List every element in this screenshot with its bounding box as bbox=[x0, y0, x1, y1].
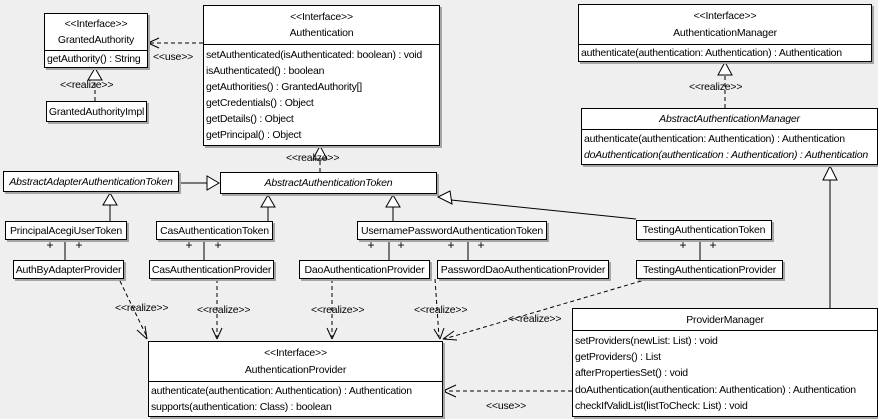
plus-mark: + bbox=[447, 238, 455, 252]
realize-line-authbyadapterprovider bbox=[119, 280, 148, 338]
triangle-to-authenticationmanager bbox=[717, 60, 733, 76]
realize-label-cas: <<realize>> bbox=[197, 304, 251, 316]
method: authenticate(authentication: Authenticat… bbox=[581, 47, 842, 59]
class-username-password-authentication-token: UsernamePasswordAuthenticationToken bbox=[357, 221, 547, 240]
method: getProviders() : List bbox=[575, 351, 661, 364]
class-name: AuthenticationManager bbox=[673, 27, 777, 39]
class-abstract-adapter-authentication-token: AbstractAdapterAuthenticationToken bbox=[3, 171, 179, 192]
method: setProviders(newList: List) : void bbox=[575, 335, 718, 348]
plus-mark: + bbox=[46, 238, 54, 252]
triangle-to-abstracttoken-right bbox=[436, 190, 453, 205]
plus-mark: + bbox=[367, 238, 375, 252]
triangle-to-abstracttoken-left bbox=[206, 175, 220, 191]
class-dao-authentication-provider: DaoAuthenticationProvider bbox=[299, 260, 430, 279]
triangle-to-abstractauthmanager bbox=[822, 164, 838, 181]
method: afterPropertiesSet() : void bbox=[575, 367, 688, 380]
triangle-to-abstractadapter bbox=[102, 192, 118, 206]
method: doAuthentication(authentication: Authent… bbox=[575, 383, 856, 396]
method: setAuthenticated(isAuthenticated: boolea… bbox=[206, 49, 422, 61]
class-authentication-provider: <<Interface>> AuthenticationProvider aut… bbox=[148, 341, 443, 417]
realize-line-passworddaoprovider bbox=[434, 278, 440, 338]
class-name: PrincipalAcegiUserToken bbox=[9, 224, 123, 237]
class-granted-authority-impl: GrantedAuthorityImpl bbox=[46, 101, 147, 122]
class-name: DaoAuthenticationProvider bbox=[304, 263, 425, 276]
class-name: CasAuthenticationProvider bbox=[151, 263, 272, 276]
class-name: AuthByAdapterProvider bbox=[15, 263, 122, 276]
class-name: AbstractAuthenticationManager bbox=[659, 113, 800, 125]
method: getCredentials() : Object bbox=[206, 97, 314, 109]
plus-mark: + bbox=[75, 238, 83, 252]
method: authenticate(authentication: Authenticat… bbox=[151, 385, 412, 398]
stereotype: <<Interface>> bbox=[64, 18, 128, 30]
method: getAuthority() : String bbox=[47, 53, 141, 65]
method: doAuthentication(authentication : Authen… bbox=[584, 148, 868, 161]
method: authenticate(authentication: Authenticat… bbox=[584, 133, 845, 146]
class-name: TestingAuthenticationProvider bbox=[642, 263, 777, 276]
class-cas-authentication-provider: CasAuthenticationProvider bbox=[149, 260, 274, 279]
stereotype: <<Interface>> bbox=[290, 10, 353, 23]
triangle-from-castoken bbox=[260, 194, 276, 208]
class-name: GrantedAuthorityImpl bbox=[48, 105, 145, 118]
class-name: GrantedAuthority bbox=[57, 34, 135, 46]
class-provider-manager: ProviderManager setProviders(newList: Li… bbox=[572, 308, 878, 417]
realize-line-testingprovider bbox=[443, 278, 649, 340]
plus-mark: + bbox=[477, 238, 485, 252]
class-authentication-manager: <<Interface>> AuthenticationManager auth… bbox=[578, 4, 872, 62]
class-testing-authentication-token: TestingAuthenticationToken bbox=[636, 220, 772, 240]
class-name: AbstractAuthenticationToken bbox=[264, 177, 393, 189]
plus-mark: + bbox=[679, 238, 687, 252]
class-name: TestingAuthenticationToken bbox=[642, 224, 766, 236]
stereotype: <<Interface>> bbox=[264, 347, 327, 359]
realize-label-grantedauthorityimpl: <<realize>> bbox=[60, 79, 114, 91]
triangle-to-grantedauthority bbox=[87, 67, 103, 81]
use-label-providermanager: <<use>> bbox=[486, 400, 527, 412]
class-abstract-authentication-manager: AbstractAuthenticationManager authentica… bbox=[581, 108, 878, 165]
realize-label-abstracttoken: <<realize>> bbox=[286, 152, 340, 164]
class-name: UsernamePasswordAuthenticationToken bbox=[360, 224, 544, 237]
class-name: CasAuthenticationToken bbox=[160, 224, 269, 237]
triangle-to-authentication bbox=[312, 144, 328, 160]
class-password-dao-authentication-provider: PasswordDaoAuthenticationProvider bbox=[437, 260, 609, 279]
class-name: PasswordDaoAuthenticationProvider bbox=[440, 263, 606, 276]
class-auth-by-adapter-provider: AuthByAdapterProvider bbox=[13, 260, 124, 279]
plus-mark: + bbox=[214, 238, 222, 252]
realize-label-testing: <<realize>> bbox=[508, 313, 562, 325]
use-label-grantedauthority: <<use>> bbox=[153, 51, 194, 63]
realize-label-abstractauthmanager: <<realize>> bbox=[689, 81, 743, 93]
method: getAuthorities() : GrantedAuthority[] bbox=[206, 81, 362, 93]
method: getDetails() : Object bbox=[206, 113, 294, 125]
method: getPrincipal() : Object bbox=[206, 129, 302, 141]
method: checkIfValidList(listToCheck: List) : vo… bbox=[575, 399, 748, 412]
generalization-lines bbox=[109, 180, 831, 308]
realize-label-passworddao: <<realize>> bbox=[414, 304, 468, 316]
class-principal-acegi-user-token: PrincipalAcegiUserToken bbox=[5, 221, 127, 240]
class-abstract-authentication-token: AbstractAuthenticationToken bbox=[220, 172, 437, 194]
stereotype: <<Interface>> bbox=[693, 10, 757, 22]
realize-label-authbyadapter: <<realize>> bbox=[115, 302, 169, 314]
class-name: ProviderManager bbox=[686, 313, 764, 326]
association-lines bbox=[64, 240, 701, 260]
generalization-line-testing-token bbox=[450, 199, 637, 220]
class-granted-authority: <<Interface>> GrantedAuthority getAuthor… bbox=[44, 13, 148, 68]
open-arrowheads bbox=[136, 37, 458, 398]
class-cas-authentication-token: CasAuthenticationToken bbox=[156, 221, 273, 240]
method: supports(authentication: Class) : boolea… bbox=[151, 400, 332, 413]
class-authentication: <<Interface>> Authentication setAuthenti… bbox=[203, 5, 440, 146]
plus-mark: + bbox=[185, 238, 193, 252]
class-testing-authentication-provider: TestingAuthenticationProvider bbox=[636, 260, 783, 279]
plus-mark: + bbox=[709, 238, 717, 252]
triangle-from-uptoken bbox=[385, 194, 401, 208]
method: isAuthenticated() : boolean bbox=[206, 65, 325, 77]
class-name: Authentication bbox=[289, 27, 354, 40]
class-name: AuthenticationProvider bbox=[244, 364, 347, 376]
class-name: AbstractAdapterAuthenticationToken bbox=[9, 175, 173, 188]
plus-mark: + bbox=[397, 238, 405, 252]
realize-label-dao: <<realize>> bbox=[311, 304, 365, 316]
